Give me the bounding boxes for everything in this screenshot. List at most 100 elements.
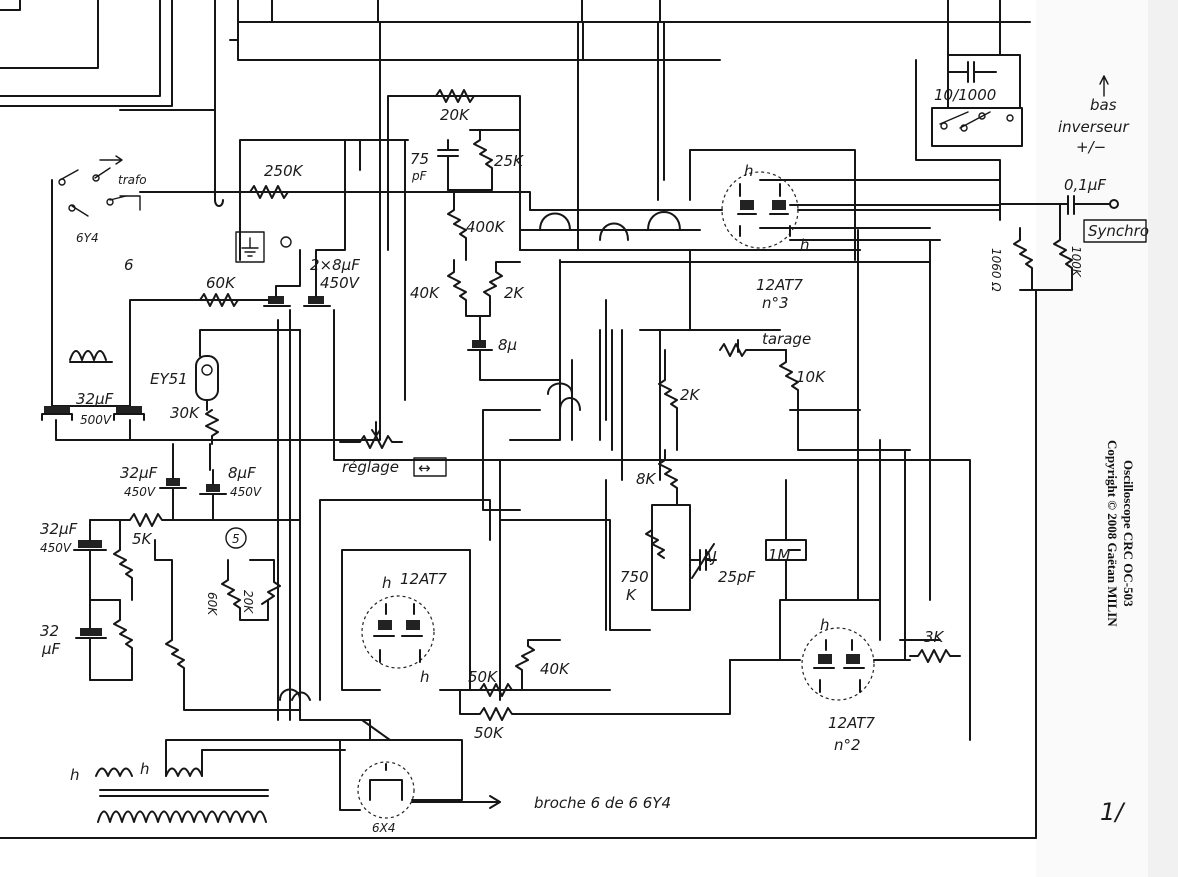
switch-inverseur xyxy=(915,54,1023,221)
label-20k-vertical: 20K xyxy=(241,590,255,614)
label-8u: 8μ xyxy=(498,336,517,354)
label-trafo: trafo xyxy=(118,173,147,187)
label-50k-b: 50K xyxy=(474,724,504,742)
label-12at7-no3: 12AT7 xyxy=(756,276,803,294)
label-synchro: Synchro xyxy=(1088,222,1149,240)
synchro-box xyxy=(1083,219,1147,243)
cap-8u xyxy=(467,315,561,381)
cap-2x8uf-450v xyxy=(263,249,331,307)
label-plus-minus: +/− xyxy=(1076,138,1106,156)
label-circle-5: 5 xyxy=(232,532,240,546)
resistors-50k-40k-50k xyxy=(439,639,731,721)
right-verticals xyxy=(499,229,971,741)
tube-6x4 xyxy=(339,719,501,819)
signal-buses xyxy=(139,21,1001,441)
label-32uf-450v-left-b: 450V xyxy=(40,541,72,555)
resistor-60k xyxy=(179,293,269,307)
label-pin-6: 6 xyxy=(124,256,134,274)
label-2k-mid: 2K xyxy=(680,386,701,404)
label-10k: 10K xyxy=(796,368,826,386)
label-reglage: réglage xyxy=(342,458,399,476)
label-25k: 25K xyxy=(494,152,524,170)
title-block: Oscilloscope CRC OC-503 Copyright © 2008… xyxy=(1105,440,1136,627)
label-12at7-no2: 12AT7 xyxy=(828,714,875,732)
label-3k: 3K xyxy=(924,628,945,646)
title-line-1: Oscilloscope CRC OC-503 xyxy=(1121,460,1136,607)
reglage-arrow-box xyxy=(413,457,447,477)
label-32uf-450v-left-a: 32μF xyxy=(40,520,78,538)
label-6x4: 6X4 xyxy=(372,821,396,835)
ground-symbol xyxy=(235,231,292,263)
tube-12at7-no3 xyxy=(699,171,1001,251)
filter-choke xyxy=(69,350,113,363)
label-bas: bas xyxy=(1090,96,1117,114)
label-50k-a: 50K xyxy=(468,668,498,686)
label-32uf-450v-b: 450V xyxy=(124,485,156,499)
label-750k-unit: K xyxy=(626,586,637,604)
tube-12at7-no2 xyxy=(779,599,911,701)
title-line-2: Copyright © 2008 Gaëtan MILIN xyxy=(1105,440,1120,627)
label-2x8uf: 2×8μF xyxy=(310,256,360,274)
label-75: 75 xyxy=(410,150,429,168)
resistor-750k xyxy=(645,504,691,611)
label-h-trafo-a: h xyxy=(70,766,80,784)
arrow-up-bas xyxy=(1099,75,1109,97)
resistor-20k xyxy=(419,89,495,103)
cap-8uf-450v xyxy=(199,469,227,521)
resistor-8k xyxy=(658,449,678,506)
resistor-1m xyxy=(765,479,807,601)
resistor-25k xyxy=(447,129,493,191)
label-12at7-no2-num: n°2 xyxy=(834,736,861,754)
label-h-12at7-lower-top: h xyxy=(382,574,392,592)
label-60k: 60K xyxy=(206,274,236,292)
label-01uf: 0,1μF xyxy=(1064,176,1106,194)
pot-tarage xyxy=(719,339,787,357)
label-40k: 40K xyxy=(410,284,440,302)
label-aj: AJ xyxy=(701,548,717,566)
resistor-10k xyxy=(779,349,911,451)
label-8uf-450v-a: 8μF xyxy=(228,464,256,482)
page-number: 1/ xyxy=(1100,798,1126,826)
cap-01uf xyxy=(999,195,1119,215)
label-6y4: 6Y4 xyxy=(76,231,99,245)
label-2x8uf-450v: 450V xyxy=(320,274,361,292)
label-32uf-a: 32 xyxy=(40,622,59,640)
label-ey51: EY51 xyxy=(150,370,188,388)
label-40k-b: 40K xyxy=(540,660,570,678)
label-reglage-arrow: ↔ xyxy=(418,459,431,477)
cap-32uf-500v xyxy=(41,406,145,441)
left-lower-supply xyxy=(73,513,301,711)
page-edge-shade xyxy=(1148,0,1178,877)
label-inverseur: inverseur xyxy=(1058,118,1129,136)
label-12at7-no3-num: n°3 xyxy=(762,294,789,312)
rectifier-selector-6y4 xyxy=(51,155,271,407)
cap-10-1000 xyxy=(947,61,997,83)
label-1m: 1M xyxy=(768,546,791,564)
label-32uf-500v-a: 32μF xyxy=(76,390,114,408)
label-75pf-unit: pF xyxy=(411,169,428,183)
label-tarage: tarage xyxy=(762,330,811,348)
label-30k: 30K xyxy=(170,404,200,422)
label-250k: 250K xyxy=(264,162,304,180)
label-20k: 20K xyxy=(440,106,470,124)
cap-aj-25pf xyxy=(689,543,717,579)
label-32uf-450v-a: 32μF xyxy=(120,464,158,482)
label-10-1000: 10/1000 xyxy=(934,86,996,104)
resistors-1060-100k xyxy=(1013,203,1073,291)
resistor-250k xyxy=(229,185,309,199)
resistor-2k-mid xyxy=(658,349,678,451)
label-h-12at7-3-top: h xyxy=(744,162,754,180)
power-transformer xyxy=(95,719,371,823)
label-400k: 400K xyxy=(466,218,506,236)
label-750: 750 xyxy=(620,568,649,586)
label-h-trafo-b: h xyxy=(140,760,150,778)
label-32uf-b: μF xyxy=(41,640,61,658)
label-2k: 2K xyxy=(504,284,525,302)
top-left-cable-bundle xyxy=(0,0,1031,111)
label-8uf-450v-b: 450V xyxy=(230,485,262,499)
label-32uf-500v-b: 500V xyxy=(80,413,112,427)
label-25pf: 25pF xyxy=(718,568,756,586)
label-8k: 8K xyxy=(636,470,657,488)
pot-reglage xyxy=(129,421,403,471)
